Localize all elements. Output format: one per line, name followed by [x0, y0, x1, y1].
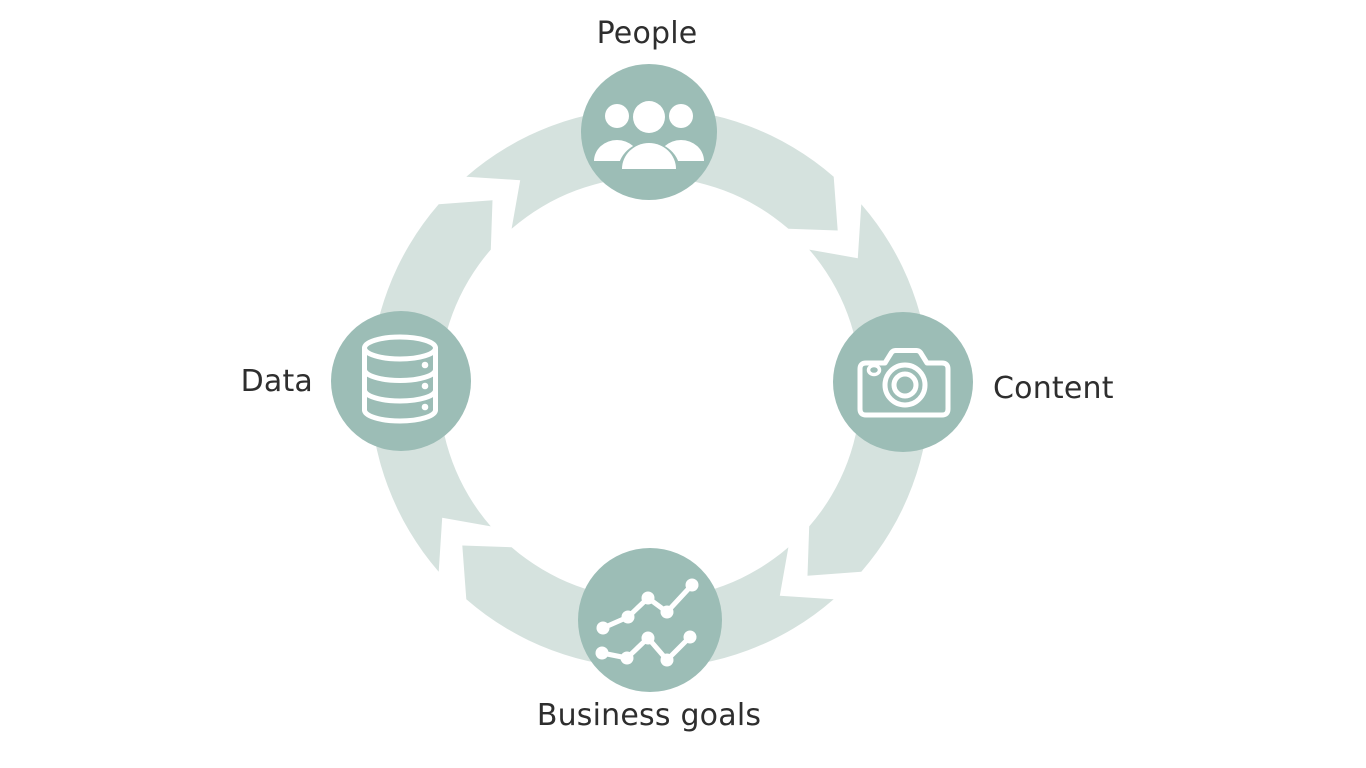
node-label-data: Data — [240, 364, 313, 399]
camera-icon — [857, 348, 951, 418]
line-chart-icon — [595, 578, 699, 667]
node-label-business-goals: Business goals — [536, 698, 762, 733]
node-circle-business-goals — [578, 548, 722, 692]
database-icon — [362, 334, 438, 424]
people-icon — [594, 97, 704, 171]
node-label-content: Content — [993, 371, 1114, 406]
node-label-people: People — [596, 16, 698, 51]
line-chart-points — [595, 578, 699, 667]
node-circle-content — [833, 312, 973, 452]
